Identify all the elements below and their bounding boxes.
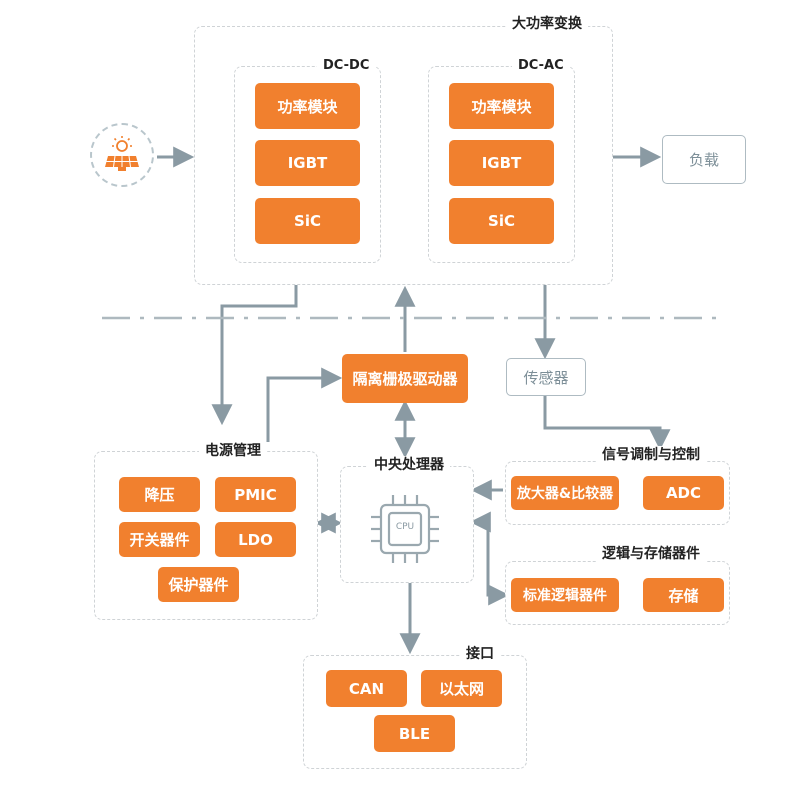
cpu-title: 中央处理器	[368, 456, 450, 474]
cpu-chip-svg	[371, 495, 439, 563]
dcac-title: DC-AC	[512, 57, 570, 75]
big-power-title: 大功率变换	[506, 15, 588, 33]
can-box: CAN	[326, 670, 407, 707]
step-down-box: 降压	[119, 477, 200, 512]
logic-storage-title: 逻辑与存储器件	[596, 545, 706, 563]
power-to-driver-arrow	[266, 367, 343, 442]
dcac-igbt: IGBT	[449, 140, 554, 186]
switch-device-box: 开关器件	[119, 522, 200, 557]
gate-driver-box: 隔离栅极驱动器	[342, 354, 468, 403]
dcdc-power-module: 功率模块	[255, 83, 360, 129]
ethernet-box: 以太网	[421, 670, 502, 707]
signal-control-title: 信号调制与控制	[596, 446, 706, 464]
sensor-to-signal-arrow	[543, 396, 671, 451]
cpu-box	[340, 466, 474, 583]
solar-source	[90, 123, 154, 187]
pmic-box: PMIC	[215, 477, 296, 512]
adc-box: ADC	[643, 476, 724, 510]
amp-comparator-box: 放大器&比较器	[511, 476, 619, 510]
std-logic-box: 标准逻辑器件	[511, 578, 619, 612]
cpu-chip-label: CPU	[395, 522, 415, 532]
dcdc-igbt: IGBT	[255, 140, 360, 186]
dcac-power-module: 功率模块	[449, 83, 554, 129]
cpu-logic-arrow	[469, 511, 510, 606]
ble-box: BLE	[374, 715, 455, 752]
dcdc-to-power-arrow	[211, 285, 298, 426]
storage-box: 存储	[643, 578, 724, 612]
power-management-title: 电源管理	[199, 442, 267, 460]
sensor-box: 传感器	[506, 358, 586, 396]
protect-device-box: 保护器件	[158, 567, 239, 602]
load-box: 负载	[662, 135, 746, 184]
dcac-sic: SiC	[449, 198, 554, 244]
ldo-box: LDO	[215, 522, 296, 557]
interface-title: 接口	[460, 645, 500, 663]
solar-panel-icon	[105, 136, 139, 171]
dcdc-sic: SiC	[255, 198, 360, 244]
dcdc-title: DC-DC	[317, 57, 376, 75]
cpu-chip-icon: CPU	[367, 491, 443, 567]
